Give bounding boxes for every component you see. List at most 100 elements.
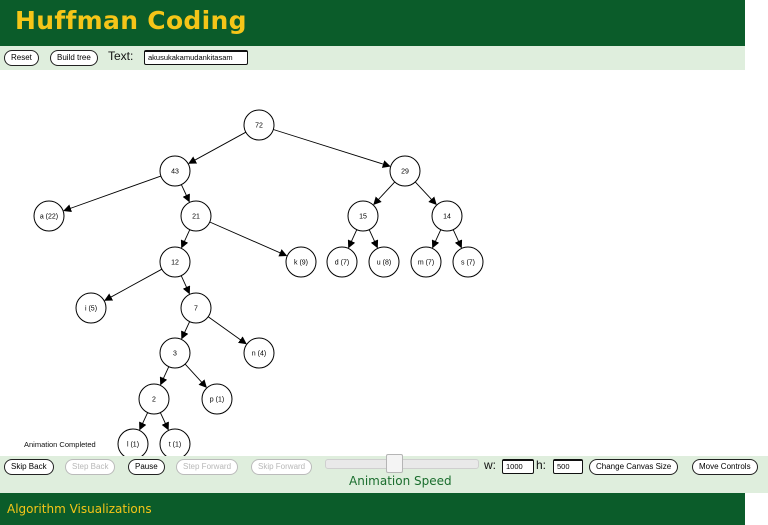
top-toolbar (0, 46, 745, 70)
tree-node-label: d (7) (335, 260, 349, 267)
page-header: Huffman Coding (0, 0, 745, 46)
tree-node: t (1) (159, 428, 191, 456)
tree-node: 21 (180, 200, 212, 232)
tree-edge (207, 316, 247, 345)
tree-node-circle (180, 292, 212, 324)
text-label: Text: (108, 49, 134, 63)
tree-node: 2 (138, 383, 170, 415)
tree-node-label: m (7) (418, 260, 434, 267)
tree-node-label: a (22) (40, 214, 58, 221)
canvas-width-input[interactable]: 1000 (502, 459, 534, 474)
tree-edge (431, 229, 442, 249)
tree-node-circle (159, 246, 191, 278)
tree-node: u (8) (368, 246, 400, 278)
tree-node: 15 (347, 200, 379, 232)
tree-node: 3 (159, 337, 191, 369)
tree-edge (180, 275, 191, 295)
tree-node-circle (431, 200, 463, 232)
tree-node-circle (389, 155, 421, 187)
tree-node-label: u (8) (377, 260, 391, 267)
canvas-height-input[interactable]: 500 (553, 459, 583, 474)
animation-speed-label: Animation Speed (349, 474, 452, 488)
move-controls-button[interactable]: Move Controls (692, 459, 758, 475)
tree-edge (63, 175, 162, 213)
pause-button[interactable]: Pause (128, 459, 165, 475)
tree-node: 29 (389, 155, 421, 187)
tree-edge (414, 181, 437, 206)
tree-node: 43 (159, 155, 191, 187)
tree-node-circle (159, 337, 191, 369)
page-footer: Algorithm Visualizations (0, 493, 745, 525)
tree-node-circle (410, 246, 442, 278)
tree-node: p (1) (201, 383, 233, 415)
step-back-button[interactable]: Step Back (65, 459, 116, 475)
tree-edge (368, 229, 379, 249)
tree-node-circle (326, 246, 358, 278)
tree-edge (373, 181, 396, 206)
tree-node-label: 21 (192, 214, 200, 221)
tree-node-circle (117, 428, 149, 456)
step-forward-button[interactable]: Step Forward (176, 459, 239, 475)
status-message: Animation Completed (24, 440, 96, 449)
tree-node-circle (159, 428, 191, 456)
tree-node-circle (33, 200, 65, 232)
page-title: Huffman Coding (15, 6, 247, 35)
tree-node-circle (243, 109, 275, 141)
tree-node-label: 29 (401, 169, 409, 176)
tree-node-label: p (1) (210, 397, 224, 404)
tree-edge (188, 131, 247, 164)
tree-node: s (7) (452, 246, 484, 278)
tree-node-circle (285, 246, 317, 278)
tree-edge (159, 412, 169, 431)
width-label: w: (484, 458, 496, 472)
tree-node-label: 15 (359, 214, 367, 221)
tree-node: a (22) (33, 200, 65, 232)
tree-edge (273, 129, 391, 168)
tree-node-circle (180, 200, 212, 232)
tree-node-label: 72 (255, 123, 263, 130)
tree-node-label: 14 (443, 214, 451, 221)
tree-node-circle (159, 155, 191, 187)
tree-node-circle (347, 200, 379, 232)
tree-node-label: 2 (152, 397, 156, 404)
tree-node-label: 12 (171, 260, 179, 267)
reset-button[interactable]: Reset (4, 50, 39, 66)
tree-edge (452, 229, 463, 249)
tree-edge (104, 268, 163, 301)
skip-forward-button[interactable]: Skip Forward (251, 459, 313, 475)
tree-node: n (4) (243, 337, 275, 369)
change-canvas-size-button[interactable]: Change Canvas Size (589, 459, 679, 475)
tree-node: m (7) (410, 246, 442, 278)
tree-node: k (9) (285, 246, 317, 278)
text-input[interactable]: akusukakamudankitasam (144, 50, 248, 65)
skip-back-button[interactable]: Skip Back (4, 459, 54, 475)
height-label: h: (536, 458, 547, 472)
tree-edge (180, 229, 191, 249)
tree-node-label: i (5) (85, 306, 97, 313)
tree-node-circle (368, 246, 400, 278)
tree-node-label: n (4) (252, 351, 266, 358)
tree-edge (184, 363, 207, 388)
tree-edge (139, 412, 149, 431)
tree-node-label: 7 (194, 306, 198, 313)
tree-edge (159, 366, 170, 386)
tree-node: l (1) (117, 428, 149, 456)
build-tree-button[interactable]: Build tree (50, 50, 98, 66)
tree-node-circle (138, 383, 170, 415)
tree-edge (209, 221, 288, 257)
tree-node-circle (243, 337, 275, 369)
tree-node-circle (452, 246, 484, 278)
tree-edge (347, 229, 358, 249)
tree-node-circle (201, 383, 233, 415)
speed-slider-thumb[interactable] (386, 454, 404, 473)
tree-node: d (7) (326, 246, 358, 278)
tree-node-label: 43 (171, 169, 179, 176)
tree-node: 72 (243, 109, 275, 141)
tree-node-label: 3 (173, 351, 177, 358)
tree-node-label: t (1) (169, 442, 181, 449)
tree-node: 12 (159, 246, 191, 278)
tree-node-label: k (9) (294, 260, 308, 267)
tree-node-label: l (1) (127, 442, 139, 449)
tree-edge (180, 184, 190, 203)
